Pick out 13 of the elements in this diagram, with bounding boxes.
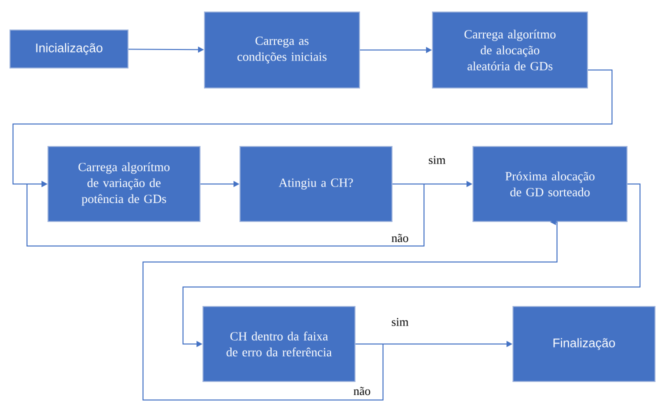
process-box: Atingiu a CH? [240, 146, 392, 222]
edge-label: sim [390, 317, 410, 328]
process-box: Inicialização [10, 30, 128, 68]
edge-label: não [390, 232, 410, 244]
process-box: Carrega as condições iniciais [204, 12, 360, 88]
process-box: Próxima alocação de GD sorteado [472, 146, 628, 222]
process-box: Carrega algorítmo de alocação aleatória de GDs [432, 12, 588, 88]
process-box: CH dentro da faixa de erro da referência [202, 306, 356, 382]
process-box: Finalização [512, 306, 656, 382]
arrow [26, 180, 424, 246]
edge-label: sim [427, 155, 447, 166]
edge-label: não [352, 386, 372, 396]
process-box: Carrega algorítmo de variação de potência de GDs [48, 146, 200, 222]
